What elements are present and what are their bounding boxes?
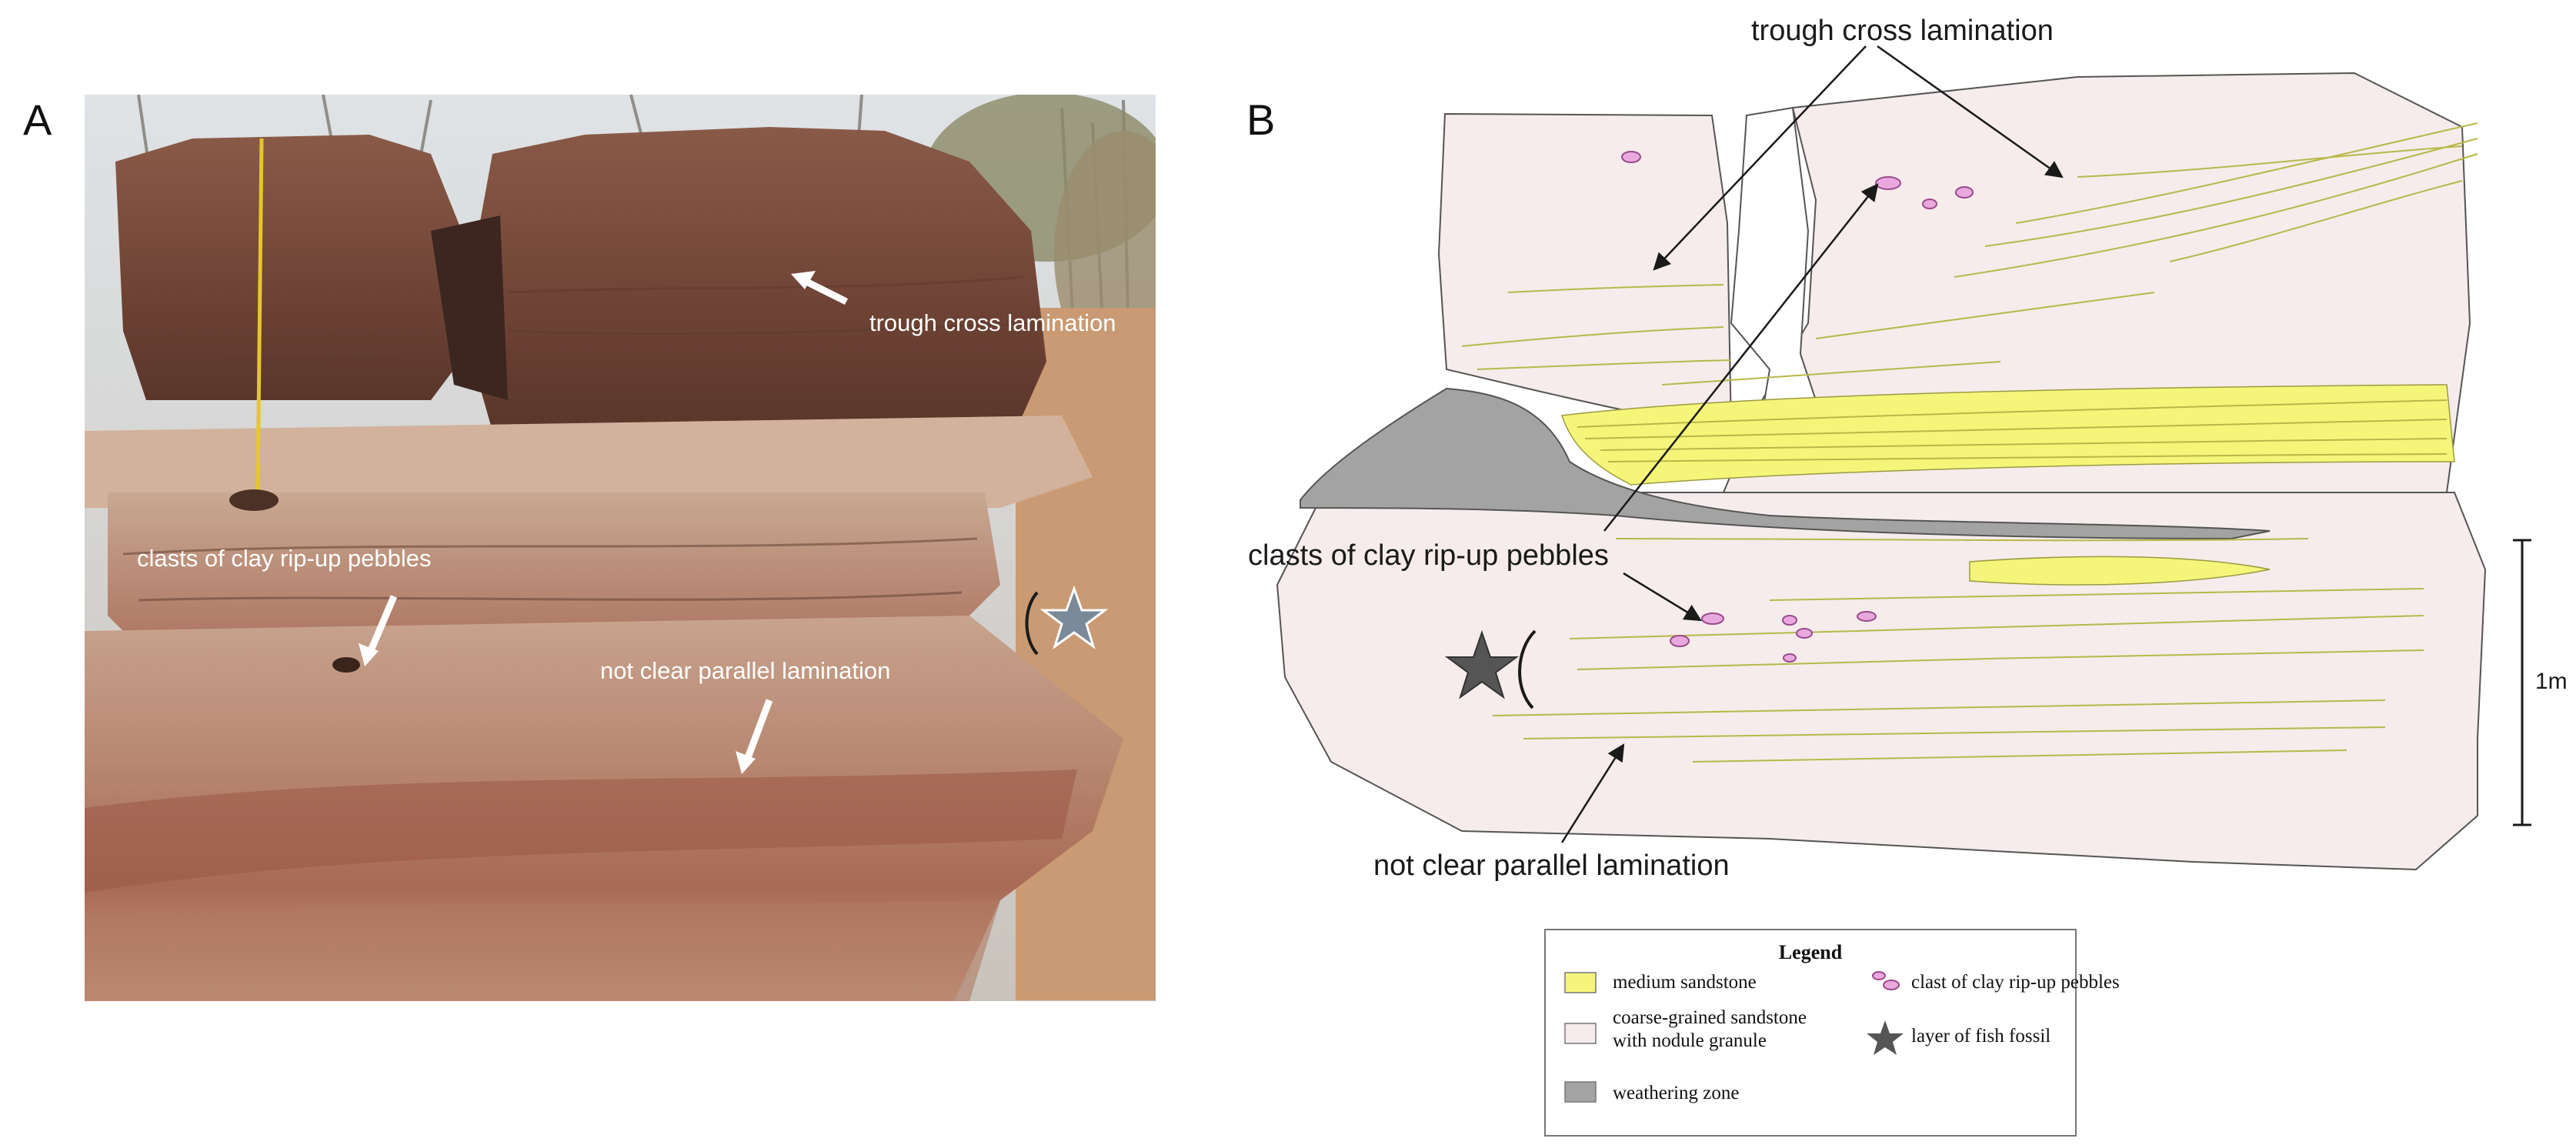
pebble-icon xyxy=(1872,971,1900,990)
panel-a-letter: A xyxy=(23,95,52,144)
photo-arrow-clasts xyxy=(359,595,398,666)
sketch-arrow-trough-1 xyxy=(1653,45,1867,271)
sketch-arrow-clasts-1 xyxy=(1603,183,1879,532)
sketch-label-trough: trough cross lamination xyxy=(1751,15,2054,47)
sketch-arrow-parallel xyxy=(1560,743,1625,843)
legend: Legend medium sandstone coarse-grained s… xyxy=(1544,929,2120,1137)
photo-arrow-trough xyxy=(791,271,849,305)
legend-label-medium-sandstone: medium sandstone xyxy=(1613,972,1757,993)
legend-label-weathering-zone: weathering zone xyxy=(1613,1083,1740,1103)
legend-label-coarse-sandstone: coarse-grained sandstone xyxy=(1613,1007,1807,1028)
star-icon xyxy=(1867,1020,1904,1055)
legend-label-fish-fossil: layer of fish fossil xyxy=(1911,1026,2050,1047)
panel-b-sketch xyxy=(1276,72,2487,871)
legend-label-coarse-sandstone-2: with nodule granule xyxy=(1613,1030,1767,1051)
panel-a-photo xyxy=(85,95,1156,1001)
sketch-label-parallel: not clear parallel lamination xyxy=(1373,850,1730,882)
sketch-arrow-clasts-2 xyxy=(1623,572,1702,622)
sketch-star-icon xyxy=(1444,629,1520,699)
photo-star-icon xyxy=(1039,585,1109,649)
photo-label-parallel: not clear parallel lamination xyxy=(600,657,890,684)
photo-arrow-parallel xyxy=(736,699,773,774)
scale-bar xyxy=(2513,539,2531,826)
legend-swatch-medium-sandstone xyxy=(1564,972,1597,993)
photo-label-trough: trough cross lamination xyxy=(869,309,1116,336)
scale-label: 1m xyxy=(2535,669,2568,694)
sketch-bracket xyxy=(1518,629,1537,709)
sketch-arrow-trough-2 xyxy=(1877,45,2064,179)
sketch-pebbles xyxy=(1621,151,1974,663)
panel-b-letter: B xyxy=(1246,95,1275,144)
legend-label-clast-pebbles: clast of clay rip-up pebbles xyxy=(1911,972,2120,993)
sketch-label-clasts: clasts of clay rip-up pebbles xyxy=(1248,539,1609,572)
legend-swatch-coarse-sandstone xyxy=(1564,1023,1597,1044)
legend-swatch-weathering-zone xyxy=(1564,1081,1597,1103)
legend-title: Legend xyxy=(1779,941,1843,963)
photo-label-clasts: clasts of clay rip-up pebbles xyxy=(137,545,432,572)
photo-bracket xyxy=(1025,591,1039,656)
